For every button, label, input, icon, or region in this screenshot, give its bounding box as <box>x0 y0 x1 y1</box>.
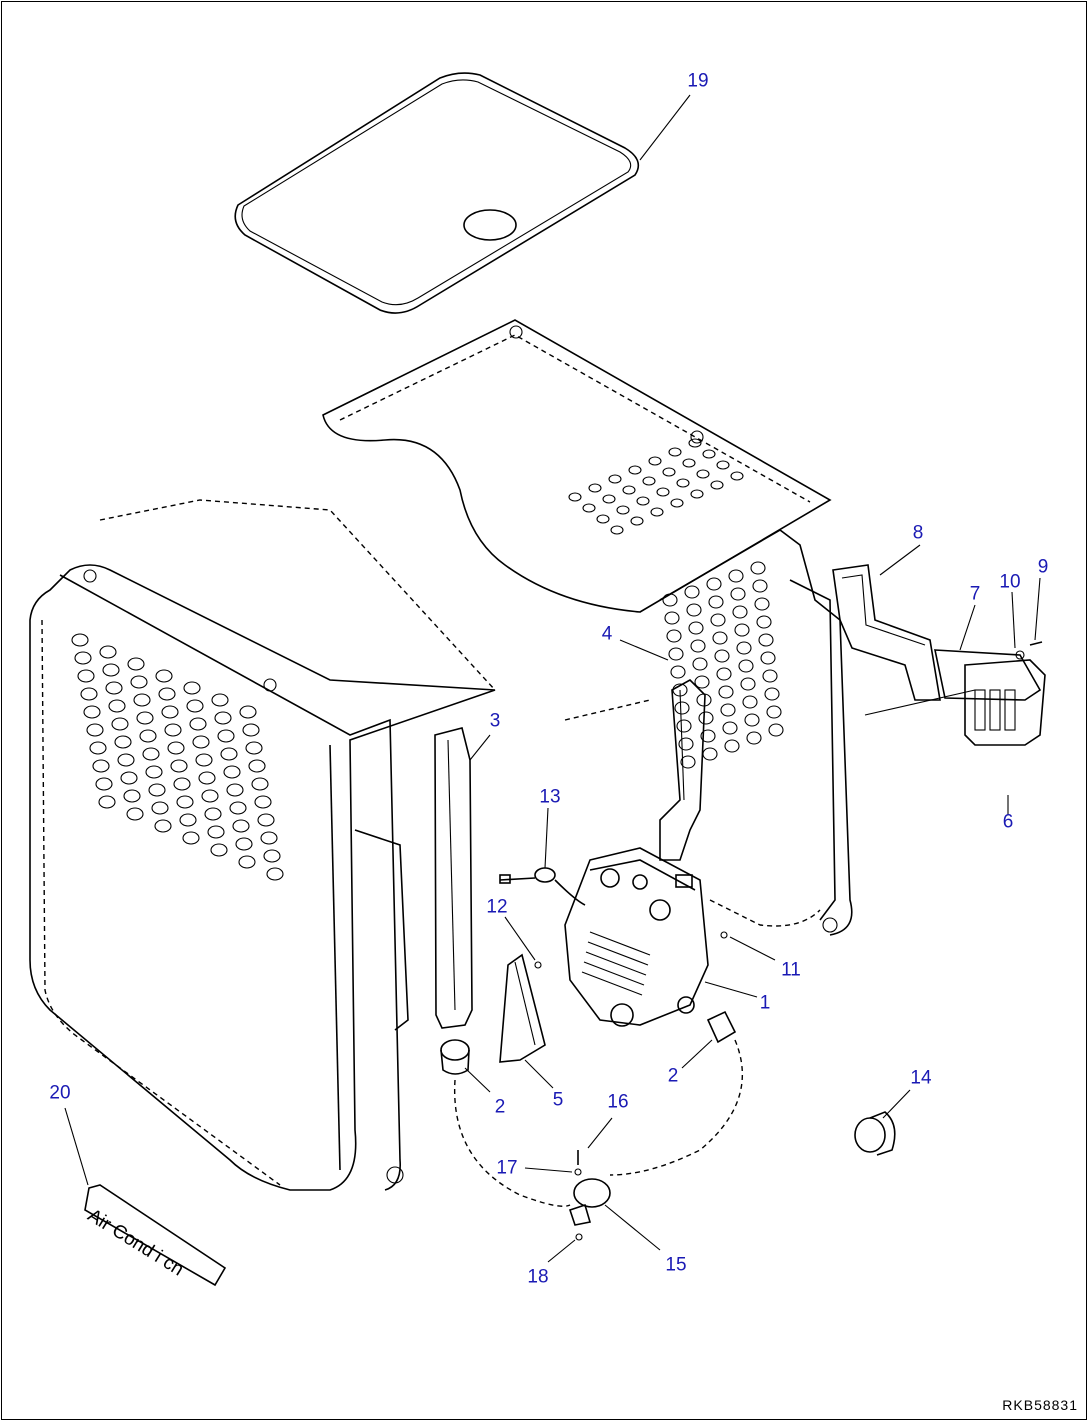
part-18-nut <box>575 1233 583 1241</box>
callout-14: 14 <box>910 1067 932 1089</box>
rear-cover-panel <box>322 319 832 613</box>
callout-8: 8 <box>912 522 924 544</box>
callout-2a: 2 <box>494 1096 506 1118</box>
part-1-air-conditioner-unit <box>564 847 728 1027</box>
callout-17: 17 <box>496 1157 518 1179</box>
callout-9: 9 <box>1037 556 1049 578</box>
callout-7: 7 <box>969 583 981 605</box>
grille-right <box>662 561 784 769</box>
part-9-screw <box>1029 641 1043 646</box>
grille-left <box>71 633 284 881</box>
callout-18: 18 <box>527 1266 549 1288</box>
callout-1: 1 <box>759 992 771 1014</box>
callout-12: 12 <box>486 896 508 918</box>
callout-10: 10 <box>999 571 1021 593</box>
part-14-cap <box>854 1111 896 1156</box>
leader-lines <box>64 94 1041 1263</box>
part-19-roof-mat <box>234 72 640 314</box>
part-10-washer <box>1015 650 1025 660</box>
part-3-duct <box>434 727 473 1029</box>
callout-5: 5 <box>552 1089 564 1111</box>
callout-13: 13 <box>539 786 561 808</box>
part-8-duct-seal <box>832 564 941 701</box>
part-5-bracket <box>499 953 546 1063</box>
callout-2b: 2 <box>667 1065 679 1087</box>
callout-16: 16 <box>607 1091 629 1113</box>
part-13-wiring <box>499 867 586 906</box>
drawing-reference-number: RKB58831 <box>1002 1397 1078 1413</box>
part-6-outlet-grille <box>964 659 1046 746</box>
callout-20: 20 <box>49 1082 71 1104</box>
part-17-washer <box>574 1168 582 1176</box>
cab-right-frame <box>564 529 853 936</box>
callout-3: 3 <box>489 710 501 732</box>
part-12-screw <box>534 961 542 969</box>
callout-4: 4 <box>601 623 613 645</box>
callout-11: 11 <box>781 959 801 981</box>
part-7-duct <box>934 649 1042 701</box>
callout-19: 19 <box>687 70 709 92</box>
callout-6: 6 <box>1002 811 1014 833</box>
part-20-decal <box>84 1184 227 1287</box>
cab-left-frame <box>29 499 496 1191</box>
callout-15: 15 <box>665 1254 687 1276</box>
part-2-hose-connectors <box>440 1010 743 1207</box>
part-4-duct <box>659 679 706 861</box>
part-15-clamp <box>568 1178 611 1226</box>
grille-top <box>568 438 744 535</box>
